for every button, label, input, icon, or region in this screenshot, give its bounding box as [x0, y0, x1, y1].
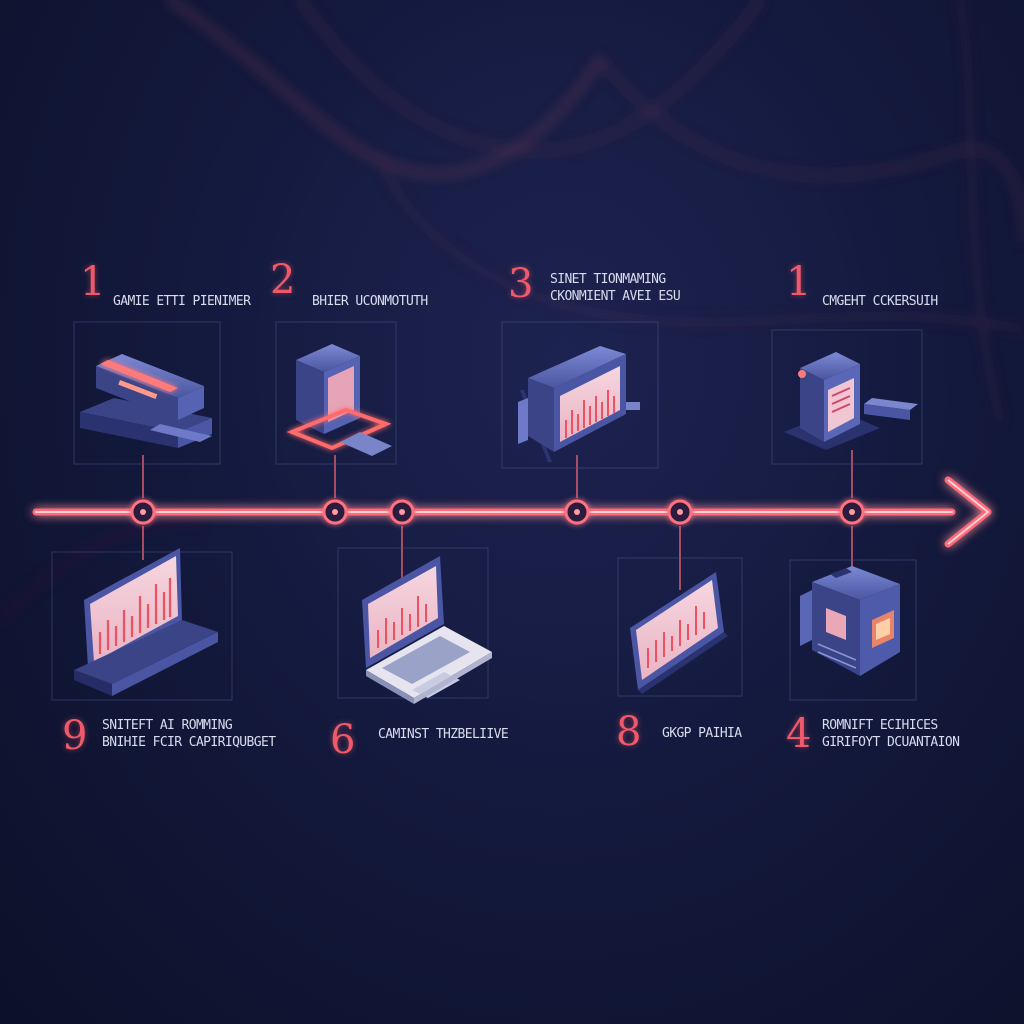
step-label-line: GAMIE ETTI PIENIMER	[113, 294, 251, 309]
step-label-line: ROMNIFT ECIHICES	[822, 718, 938, 733]
monitor-workstation-icon	[518, 346, 640, 462]
step-label-line: GIRIFOYT DCUANTAION	[822, 735, 960, 750]
step-number: 1	[786, 259, 812, 305]
step-label-line: SINET TIONMAMING	[550, 272, 666, 287]
step-label-line: CAMINST THZBELIIVE	[378, 727, 509, 742]
step-label: ROMNIFT ECIHICES GIRIFOYT DCUANTAION	[822, 717, 960, 751]
handheld-device-icon	[784, 352, 918, 450]
step-label-line: SNITEFT AI ROMMING	[102, 718, 233, 733]
step-label-line: GKGP PAIHIA	[662, 726, 742, 741]
step-label: SINET TIONMAMING CKONMIENT AVEI ESU	[550, 271, 681, 305]
step-label: GKGP PAIHIA	[662, 725, 742, 742]
console-machine-icon	[800, 566, 900, 676]
hardware-rack-icon	[80, 354, 212, 448]
step-number: 2	[270, 257, 296, 303]
step-label-line: BNIHIE FCIR CAPIRIQUBGET	[102, 735, 276, 750]
step-label: CAMINST THZBELIIVE	[378, 726, 509, 743]
step-number: 6	[330, 717, 356, 763]
laptop-chart-icon	[74, 548, 218, 696]
step-number: 3	[508, 261, 534, 307]
step-label: BHIER UCONMOTUTH	[312, 293, 428, 310]
step-label: GAMIE ETTI PIENIMER	[113, 293, 251, 310]
step-number: 1	[80, 259, 106, 305]
laptop-icon	[362, 556, 492, 704]
step-number: 9	[62, 713, 88, 759]
step-label-line: BHIER UCONMOTUTH	[312, 294, 428, 309]
step-number: 8	[616, 709, 642, 755]
step-number: 4	[786, 711, 812, 757]
step-label: SNITEFT AI ROMMING BNIHIE FCIR CAPIRIQUB…	[102, 717, 276, 751]
timeline-arrow	[32, 476, 992, 548]
step-label: CMGEHT CCKERSUIH	[822, 293, 938, 310]
server-cabinet-icon	[286, 344, 392, 456]
tablet-chart-icon	[630, 572, 728, 694]
step-label-line: CMGEHT CCKERSUIH	[822, 294, 938, 309]
step-label-line: CKONMIENT AVEI ESU	[550, 289, 681, 304]
